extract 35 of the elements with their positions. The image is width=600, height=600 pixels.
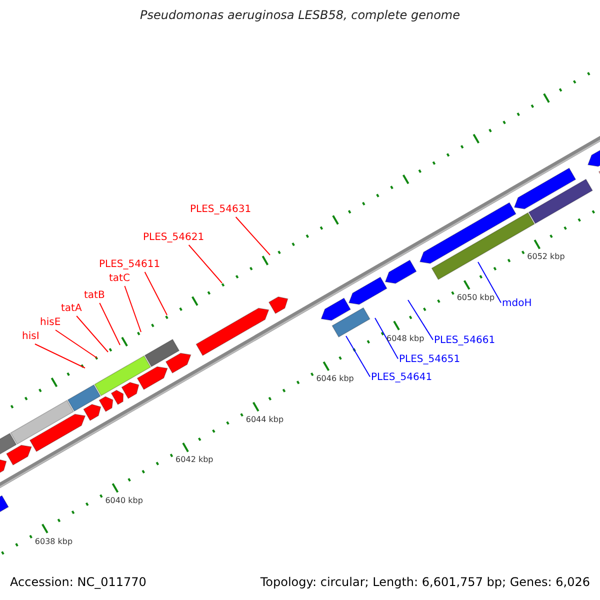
gene-label: hisI [22, 331, 40, 343]
gene-label: hisE [40, 317, 61, 329]
leader-line [55, 330, 98, 358]
leader-line [188, 244, 222, 284]
scale-label: 6048 kbp [386, 334, 424, 344]
gene-label: PLES_54641 [371, 372, 432, 384]
leader-line [34, 344, 86, 368]
leader-line [235, 216, 270, 256]
leader-line [374, 318, 398, 360]
genome-info-text: Topology: circular; Length: 6,601,757 bp; Genes: 6,026 [260, 575, 590, 589]
scale-label: 6044 kbp [246, 414, 284, 425]
gene-label: PLES_54651 [399, 354, 460, 366]
gene-label: PLES_54621 [143, 232, 204, 244]
leader-line [76, 316, 108, 352]
gene-label: PLES_54631 [190, 204, 252, 216]
scale-label: 6042 kbp [176, 455, 214, 466]
accession-text: Accession: NC_011770 [10, 575, 146, 589]
scale-label: 6046 kbp [316, 374, 354, 384]
gene-label: mdoH [502, 298, 532, 310]
leader-line [408, 300, 434, 340]
gene-label: PLES_54661 [434, 335, 496, 347]
scale-label: 6038 kbp [34, 536, 73, 547]
map-title: Pseudomonas aeruginosa LESB58, complete genome [139, 8, 461, 22]
leader-line [144, 272, 168, 316]
gene-label: tatC [109, 273, 130, 285]
gene-label: PLES_54611 [99, 259, 160, 271]
gene-label: tatB [84, 290, 105, 302]
scale-label: 6052 kbp [527, 252, 565, 262]
scale-label: 6050 kbp [456, 292, 495, 303]
leader-line [124, 286, 142, 332]
leader-line [346, 336, 370, 378]
leader-line [478, 262, 502, 304]
leader-line [99, 302, 120, 346]
scale-label: 6040 kbp [105, 496, 143, 506]
gene-label: tatA [61, 303, 82, 315]
